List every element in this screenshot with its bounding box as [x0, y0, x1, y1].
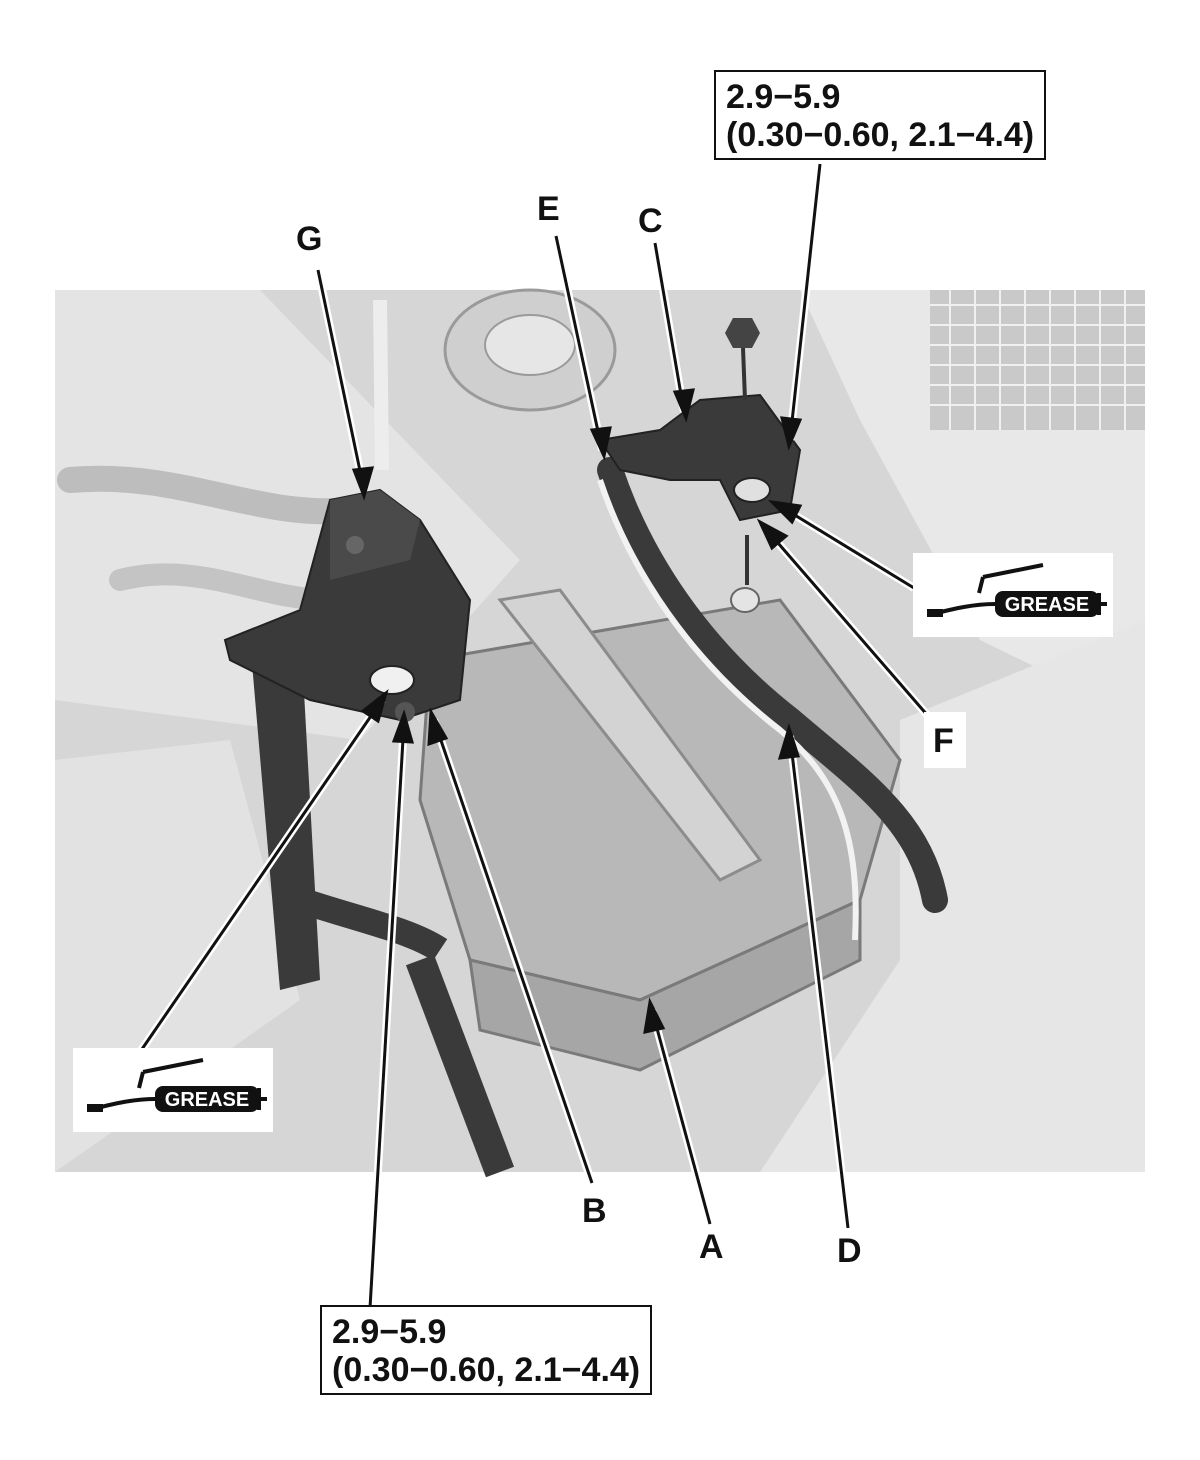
torque-spec-bottom-value: 2.9−5.9 [332, 1313, 447, 1351]
grease-label-top: GREASE [1005, 594, 1089, 616]
grease-gun-icon: GREASE [927, 563, 1107, 617]
callout-label-f: F [933, 722, 954, 760]
torque-spec-bottom: 2.9−5.9 (0.30−0.60, 2.1−4.4) [320, 1305, 653, 1395]
callout-label-e: E [537, 190, 560, 228]
torque-spec-top-units: (0.30−0.60, 2.1−4.4) [726, 116, 1035, 154]
callout-label-a: A [699, 1228, 724, 1266]
torque-spec-bottom-units: (0.30−0.60, 2.1−4.4) [332, 1351, 641, 1389]
grease-badge-top: GREASE [913, 553, 1113, 637]
grease-label-bottom: GREASE [165, 1089, 249, 1111]
callout-labels: G E C F B A D [296, 190, 966, 1270]
torque-spec-top: 2.9−5.9 (0.30−0.60, 2.1−4.4) [714, 70, 1047, 160]
grease-gun-icon: GREASE [87, 1058, 267, 1112]
callout-label-d: D [837, 1232, 862, 1270]
torque-spec-top-value: 2.9−5.9 [726, 78, 841, 116]
grease-badge-bottom: GREASE [73, 1048, 273, 1132]
callout-label-g: G [296, 220, 322, 258]
callout-label-c: C [638, 202, 663, 240]
callout-label-b: B [582, 1192, 607, 1230]
leader-lines [136, 163, 939, 1309]
